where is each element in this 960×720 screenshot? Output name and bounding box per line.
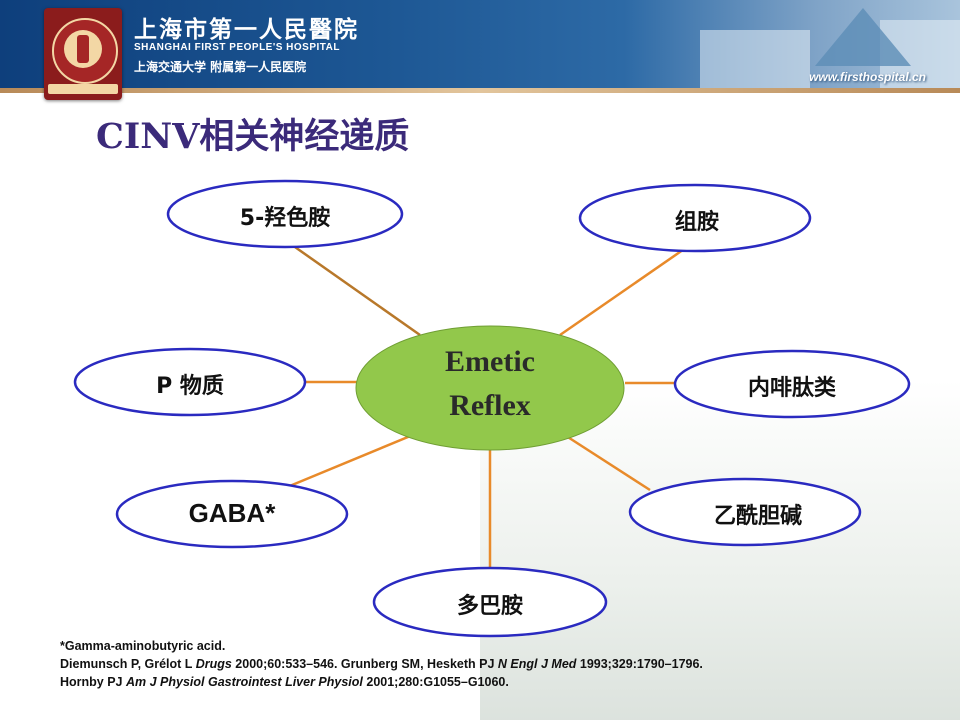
connector-serotonin [284,238,421,337]
node-acetylcholine [628,477,862,547]
center-label: Emetic Reflex [370,340,610,428]
hospital-name-en: SHANGHAI FIRST PEOPLE'S HOSPITAL [134,42,340,53]
footnote-abbreviation: *Gamma-aminobutyric acid. [60,639,226,653]
node-substance-p [73,347,307,417]
pyramid-building [815,8,911,66]
hospital-logo-icon [44,8,122,100]
connector-gaba [279,430,421,492]
building-silhouette [700,30,810,88]
slide-title: CINV相关神经递质 [96,116,410,157]
label-substance-p: P 物质 [156,374,224,399]
label-histamine: 组胺 [674,210,719,235]
footnote-reference-1: Diemunsch P, Grélot L Drugs 2000;60:533–… [60,657,703,671]
node-histamine [578,183,812,253]
connector-acetylcholine [559,430,651,492]
header-divider [0,88,960,93]
label-acetylcholine: 乙酰胆碱 [713,504,802,529]
node-serotonin [166,179,404,249]
footnotes: *Gamma-aminobutyric acid. Diemunsch P, G… [60,637,940,691]
website-link[interactable]: www.firsthospital.cn [809,70,926,84]
hospital-name-cn: 上海市第一人民醫院 [134,16,359,43]
footnote-reference-2: Hornby PJ Am J Physiol Gastrointest Live… [60,675,509,689]
node-dopamine [372,566,608,638]
label-endorphin: 内啡肽类 [747,376,836,401]
connector-histamine [559,243,691,337]
label-serotonin: 5-羟色胺 [239,206,331,231]
hospital-affiliation: 上海交通大学 附属第一人民医院 [134,60,307,74]
label-dopamine: 多巴胺 [456,594,523,619]
center-label-line1: Emetic [445,345,535,378]
node-endorphin [673,349,911,419]
center-emetic-reflex [355,325,625,451]
header-banner: 上海市第一人民醫院 SHANGHAI FIRST PEOPLE'S HOSPIT… [0,0,960,88]
node-gaba [115,479,349,549]
label-gaba: GABA* [188,498,276,528]
center-label-line2: Reflex [449,389,531,422]
